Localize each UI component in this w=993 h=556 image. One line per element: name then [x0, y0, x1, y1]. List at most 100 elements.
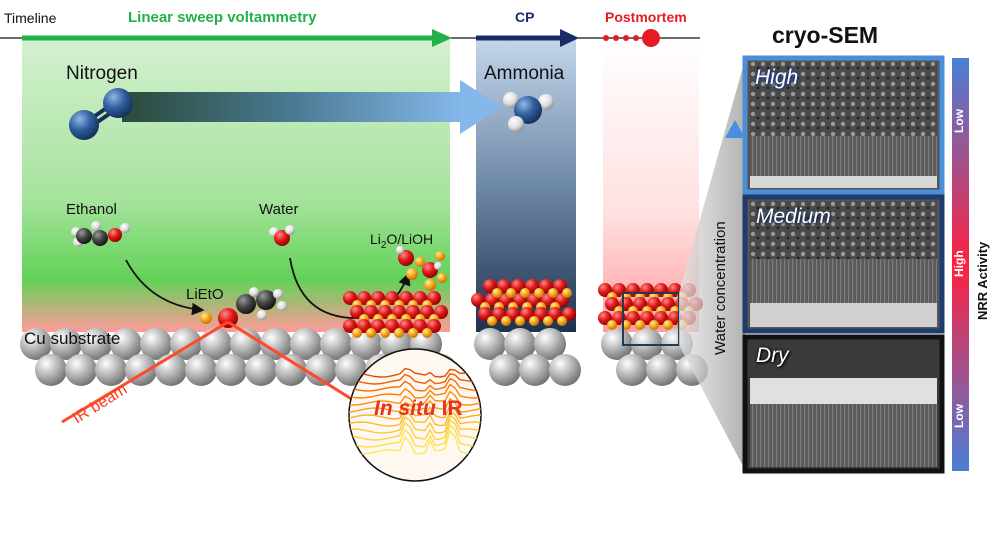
- postmortem-dots: [603, 29, 660, 47]
- cu-atom: [534, 328, 566, 360]
- nrr-activity-label: NRR Activity: [975, 241, 990, 320]
- li2o-lioh-product-icon: [396, 246, 447, 283]
- sem-magnification-wedge: [679, 60, 745, 470]
- li2o-label-subscript: 2: [380, 239, 387, 251]
- cu-atom: [320, 328, 352, 360]
- lieto-label: LiEtO: [186, 286, 224, 303]
- sei-li-atom: [487, 316, 497, 326]
- sem-panel-medium: [742, 194, 945, 334]
- sem-panel-dry: [742, 334, 945, 474]
- sei-li-atom: [380, 328, 390, 338]
- li2o-lioh-label: Li2O/LiOH: [370, 231, 433, 251]
- sei-li-atom: [506, 288, 516, 298]
- water-molecule-icon: [269, 225, 295, 246]
- cu-atom: [65, 354, 97, 386]
- ir-spectrum-trace: [349, 390, 481, 406]
- ir-spectrum-trace: [349, 397, 481, 413]
- cryo-sem-title: cryo-SEM: [772, 22, 879, 48]
- cu-atom: [245, 354, 277, 386]
- lsv-arrowhead: [432, 29, 452, 47]
- sei-li-atom: [562, 288, 572, 298]
- nitrogen-label: Nitrogen: [66, 63, 138, 84]
- cu-atom: [646, 354, 678, 386]
- timeline-label: Timeline: [4, 10, 57, 26]
- sei-li-atom: [635, 320, 645, 330]
- li2o-label-part2: O/LiOH: [386, 231, 434, 247]
- cu-atom: [601, 328, 633, 360]
- sei-li-atom: [649, 320, 659, 330]
- cu-atom: [230, 328, 262, 360]
- sei-li-atom: [408, 328, 418, 338]
- postmortem-phase-label: Postmortem: [605, 9, 687, 25]
- sei-li-atom: [366, 328, 376, 338]
- cu-atom: [335, 354, 367, 386]
- nrr-bar-low-bottom-label: Low: [952, 404, 966, 428]
- ir-spectra-traces: [349, 367, 481, 455]
- sei-li-atom: [663, 320, 673, 330]
- cu-atom: [504, 328, 536, 360]
- ir-beam-outgoing: [227, 320, 367, 410]
- ir-beam-incoming: [61, 320, 229, 424]
- cu-atom: [155, 354, 187, 386]
- cu-atom: [110, 328, 142, 360]
- n2-to-nh3-arrow-body: [122, 92, 462, 122]
- sei-li-atom: [394, 328, 404, 338]
- nrr-bar-low-top-label: Low: [952, 109, 966, 133]
- ir-spectrum-trace: [349, 377, 481, 392]
- cu-atom: [474, 328, 506, 360]
- sei-li-atom: [424, 279, 436, 291]
- ir-spectrum-trace: [349, 404, 481, 420]
- sei-li-atom: [607, 320, 617, 330]
- ethanol-molecule-icon: [71, 221, 130, 247]
- cu-substrate-label: Cu substrate: [24, 329, 121, 348]
- cu-atom: [20, 328, 52, 360]
- ir-spectrum-trace: [349, 418, 481, 441]
- ammonia-molecule-icon: [503, 92, 554, 132]
- cp-phase-label: CP: [515, 9, 535, 25]
- sei-li-atom: [501, 316, 511, 326]
- cu-atom: [140, 328, 172, 360]
- n2-to-nh3-arrowhead: [460, 80, 502, 134]
- cu-atom: [50, 328, 82, 360]
- sem-medium-label: Medium: [756, 205, 831, 228]
- sei-li-atom: [492, 288, 502, 298]
- ir-spectrum-trace: [349, 383, 481, 399]
- cu-atom: [185, 354, 217, 386]
- sem-panel-high: [742, 55, 945, 195]
- ir-spectrum-trace: [349, 372, 481, 385]
- nitrogen-molecule-icon: [69, 88, 133, 140]
- sei-li-atom: [548, 288, 558, 298]
- sem-dry-label: Dry: [756, 344, 789, 367]
- water-concentration-arrowhead: [725, 120, 745, 138]
- cu-atom: [275, 354, 307, 386]
- cu-atom: [290, 328, 322, 360]
- cu-atom: [305, 354, 337, 386]
- water-label: Water: [259, 201, 299, 218]
- insitu-label-part1: In situ: [374, 397, 436, 420]
- ir-spectrum-trace: [349, 410, 481, 427]
- cu-atom: [519, 354, 551, 386]
- cu-atom: [80, 328, 112, 360]
- ammonia-label: Ammonia: [484, 63, 565, 84]
- ethanol-label: Ethanol: [66, 201, 117, 218]
- cu-atom: [616, 354, 648, 386]
- water-concentration-label: Water concentration: [712, 221, 729, 355]
- ir-spectrum-trace: [349, 367, 481, 378]
- cp-arrowhead: [560, 29, 579, 47]
- cu-atom: [35, 354, 67, 386]
- sei-li-atom: [543, 316, 553, 326]
- ir-spectrum-trace: [349, 429, 481, 455]
- ir-spectrum-trace: [349, 423, 481, 448]
- sei-li-atom: [520, 288, 530, 298]
- sei-li-atom: [422, 328, 432, 338]
- cu-atom: [489, 354, 521, 386]
- nrr-bar-high-label: High: [952, 250, 966, 277]
- cu-atom: [260, 328, 292, 360]
- insitu-label-part2: IR: [435, 397, 463, 420]
- sem-high-label: High: [755, 66, 799, 89]
- sei-li-atom: [529, 316, 539, 326]
- lieto-molecule-icon: [200, 287, 287, 328]
- cu-atom: [200, 328, 232, 360]
- sei-li-atom: [557, 316, 567, 326]
